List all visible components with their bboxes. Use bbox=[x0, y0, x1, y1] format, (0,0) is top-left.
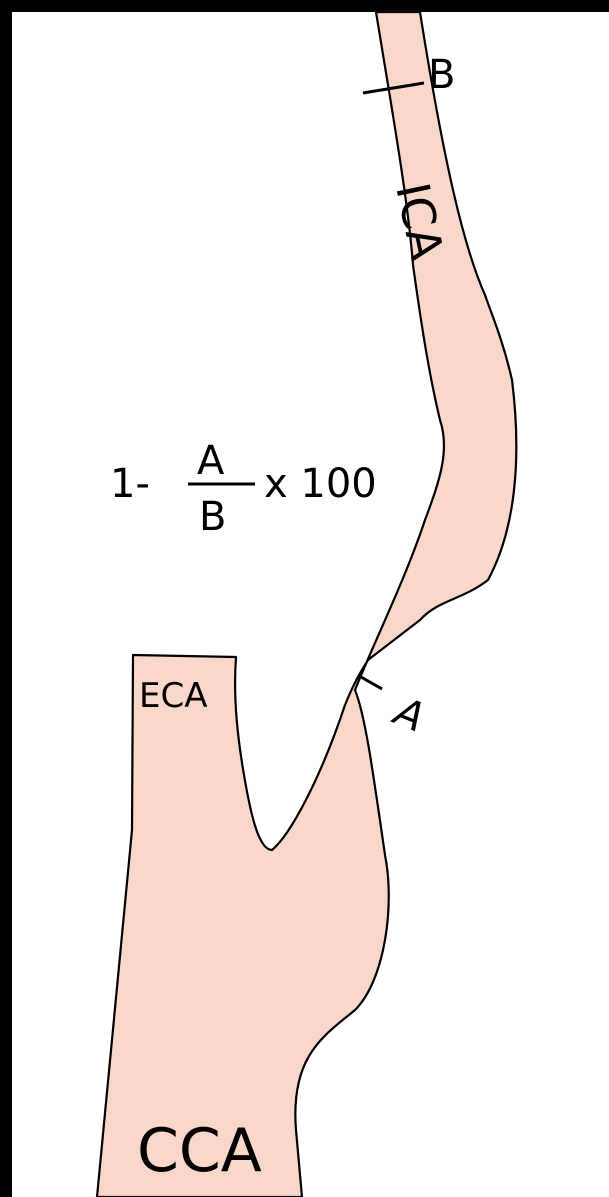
formula-prefix: 1- bbox=[110, 461, 150, 507]
label-b: B bbox=[428, 52, 455, 98]
label-cca: CCA bbox=[137, 1116, 262, 1186]
formula-numerator: A bbox=[197, 438, 225, 484]
stenosis-formula: 1- A B x 100 bbox=[110, 438, 377, 540]
carotid-vessel-shape bbox=[97, 12, 516, 1197]
label-a: A bbox=[385, 687, 430, 741]
formula-suffix: x 100 bbox=[264, 461, 377, 507]
label-eca: ECA bbox=[139, 676, 207, 716]
formula-denominator: B bbox=[199, 494, 226, 540]
measurement-line-a bbox=[361, 677, 382, 689]
